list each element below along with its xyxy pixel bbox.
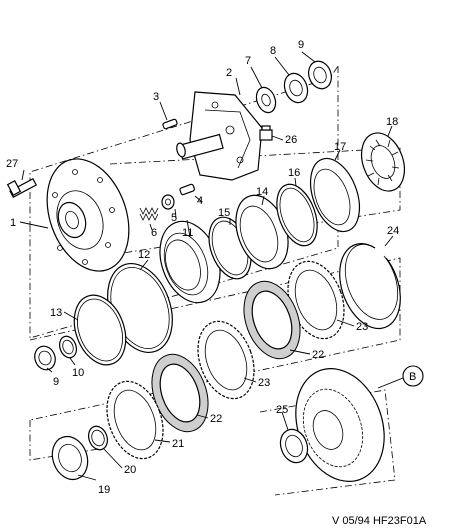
callout-10: 10 [72, 367, 84, 379]
seal-part-25 [279, 428, 309, 464]
callout-14: 14 [256, 186, 268, 198]
callout-22-upper: 22 [312, 349, 324, 361]
callout-26: 26 [285, 134, 297, 146]
leader-lines [19, 51, 394, 481]
washer-part-7 [255, 86, 277, 114]
callout-1: 1 [10, 217, 16, 229]
callout-7: 7 [245, 55, 251, 67]
ring-part-16 [276, 183, 318, 247]
callout-5: 5 [171, 212, 177, 224]
spring-plate-part-18 [360, 132, 406, 192]
callout-23-lower: 23 [258, 377, 270, 389]
retainer-part-17 [309, 157, 361, 233]
callout-9-top: 9 [298, 39, 304, 51]
callout-11: 11 [182, 227, 193, 239]
callout-4: 4 [197, 195, 203, 207]
callout-17: 17 [334, 141, 346, 153]
figure-reference-code: V 05/94 HF23F01A [332, 515, 427, 527]
clutch-plate-part-21 [106, 380, 164, 460]
callout-9-lower: 9 [53, 376, 59, 388]
ring-part-13 [73, 294, 127, 366]
pin-part-3 [162, 118, 178, 130]
clutch-drum-detail-b [295, 368, 385, 482]
callout-3: 3 [153, 91, 159, 103]
pump-body-part-1 [46, 158, 130, 272]
seal-part-9-lower [34, 345, 56, 371]
callout-12: 12 [138, 249, 150, 261]
svg-text:B: B [409, 371, 416, 383]
callout-21: 21 [172, 438, 184, 450]
callout-13: 13 [50, 307, 62, 319]
o-ring-part-10 [58, 335, 78, 359]
callout-6: 6 [151, 227, 157, 239]
bearing-part-8 [283, 72, 309, 104]
o-ring-part-20 [87, 425, 109, 451]
callout-23-upper: 23 [356, 321, 368, 333]
callout-16: 16 [288, 167, 300, 179]
seal-part-9-top [308, 60, 332, 90]
clutch-plate-part-22-lower [151, 353, 209, 433]
callout-2: 2 [226, 67, 232, 79]
seal-part-19 [51, 435, 89, 481]
pump-cover-part-2 [176, 91, 263, 181]
callout-18: 18 [386, 116, 398, 128]
callout-22-lower: 22 [210, 413, 222, 425]
callout-24: 24 [387, 225, 399, 237]
clutch-plate-part-23-lower [197, 320, 255, 400]
detail-marker-b: B [377, 365, 424, 389]
clutch-plate-part-22-upper [243, 280, 301, 360]
bolt-part-27 [6, 177, 38, 198]
valve-part-4 [179, 183, 195, 196]
callout-19: 19 [98, 484, 110, 496]
plug-part-26 [259, 125, 273, 141]
callout-27: 27 [6, 158, 18, 170]
cap-part-5 [161, 194, 175, 210]
callout-15: 15 [218, 207, 230, 219]
callout-8: 8 [270, 45, 276, 57]
spring-part-6 [139, 207, 159, 221]
callout-20: 20 [124, 464, 136, 476]
piston-part-11 [159, 220, 221, 304]
snap-ring-part-24 [339, 243, 401, 330]
callout-25: 25 [276, 404, 288, 416]
callout-labels: 1 2 3 4 5 6 7 8 9 9 10 11 12 13 14 15 16… [6, 39, 399, 496]
